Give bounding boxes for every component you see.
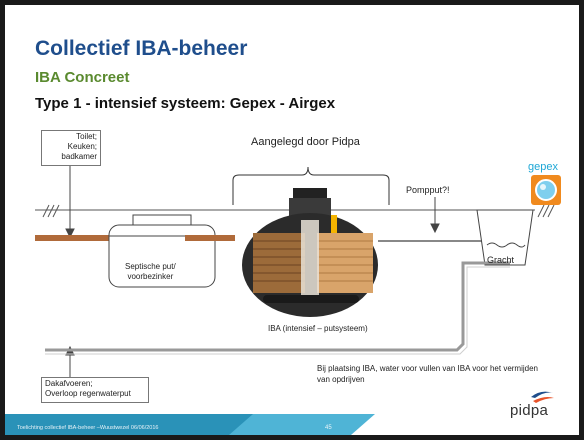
gepex-logo-icon bbox=[531, 175, 561, 205]
ditch bbox=[476, 209, 534, 266]
influent-pipe bbox=[35, 235, 133, 241]
pompput-label: Pompput?! bbox=[406, 185, 450, 195]
iba-label: IBA (intensief – putsysteem) bbox=[268, 324, 368, 333]
diagram bbox=[5, 153, 561, 435]
ground-hatch-left bbox=[42, 204, 60, 218]
slide-subtitle: IBA Concreet bbox=[35, 69, 130, 86]
pidpa-logo-text: pidpa bbox=[510, 402, 549, 419]
slide: Collectief IBA-beheer IBA Concreet Type … bbox=[5, 5, 579, 435]
ground-hatch-right bbox=[537, 204, 555, 218]
pipe-septic-iba bbox=[185, 235, 235, 241]
note-label: Bij plaatsing IBA, water voor vullen van… bbox=[317, 364, 538, 384]
page-number: 45 bbox=[325, 425, 332, 431]
footer-text: Toelichting collectief IBA-beheer –Wuust… bbox=[17, 425, 159, 431]
aangelegd-label: Aangelegd door Pidpa bbox=[251, 136, 360, 148]
gracht-label: Gracht bbox=[487, 255, 515, 265]
septic-label: Septische put/ voorbezinker bbox=[125, 262, 176, 281]
gepex-label: gepex bbox=[528, 161, 558, 173]
dakafvoeren-label: Dakafvoeren; Overloop regenwaterput bbox=[41, 377, 149, 403]
pompput-arrow bbox=[430, 197, 440, 234]
slide-title: Collectief IBA-beheer bbox=[35, 37, 248, 60]
rainwater-pipe-inner bbox=[45, 266, 510, 355]
toilet-label: Toilet; Keuken; badkamer bbox=[41, 130, 101, 166]
brace bbox=[232, 166, 390, 205]
iba-tank bbox=[242, 188, 378, 317]
toilet-arrow bbox=[65, 153, 75, 239]
pidpa-swoosh-icon bbox=[531, 391, 554, 403]
footer-band-accent bbox=[229, 414, 375, 435]
slide-heading: Type 1 - intensief systeem: Gepex - Airg… bbox=[35, 95, 336, 112]
rainwater-pipe bbox=[45, 261, 510, 352]
